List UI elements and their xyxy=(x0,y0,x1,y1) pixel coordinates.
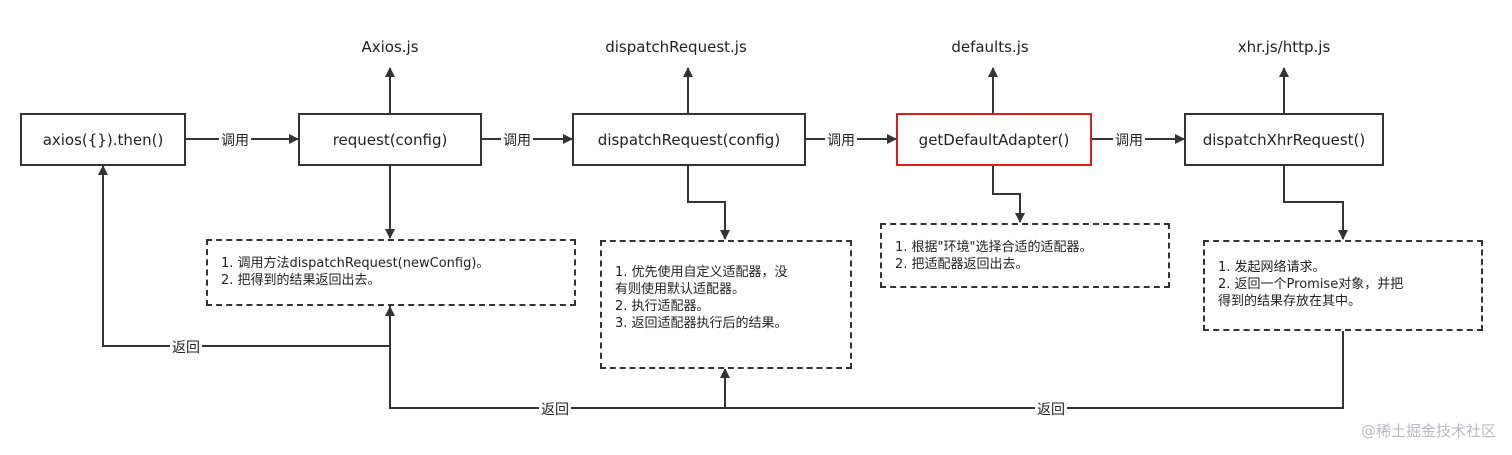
return-edge-2 xyxy=(385,306,725,409)
get-default-adapter-box: getDefaultAdapter() xyxy=(896,113,1092,166)
note-xhr-line-2: 2. 返回一个Promise对象，并把 xyxy=(1218,277,1404,292)
note-adapter-line-2: 2. 把适配器返回出去。 xyxy=(895,257,1029,272)
call-label-2: 调用 xyxy=(501,130,533,150)
note-dispatch-line-2: 有则使用默认适配器。 xyxy=(615,282,746,297)
note-adapter: 1. 根据"环境"选择合适的适配器。 2. 把适配器返回出去。 xyxy=(880,223,1170,288)
note-request-line-1: 1. 调用方法dispatchRequest(newConfig)。 xyxy=(221,256,490,271)
file-label-defaults: defaults.js xyxy=(951,38,1029,56)
note-xhr-line-1: 1. 发起网络请求。 xyxy=(1218,260,1326,275)
return-edge-3 xyxy=(720,331,1344,409)
watermark: @稀土掘金技术社区 xyxy=(1360,422,1496,440)
file-label-xhr: xhr.js/http.js xyxy=(1237,38,1331,56)
note-dispatch-line-3: 2. 执行适配器。 xyxy=(615,299,710,314)
return-label-3: 返回 xyxy=(1035,399,1067,419)
call-label-1: 调用 xyxy=(219,130,251,150)
axios-then-box: axios({}).then() xyxy=(20,113,186,166)
return-label-2: 返回 xyxy=(539,399,571,419)
note-xhr: 1. 发起网络请求。 2. 返回一个Promise对象，并把 得到的结果存放在其… xyxy=(1203,240,1483,331)
call-label-3: 调用 xyxy=(825,130,857,150)
call-label-4: 调用 xyxy=(1113,130,1145,150)
note-edge-xhr xyxy=(1283,166,1348,240)
note-request: 1. 调用方法dispatchRequest(newConfig)。 2. 把得… xyxy=(206,239,576,306)
note-edge-adapter xyxy=(992,166,1025,223)
file-label-axios: Axios.js xyxy=(361,38,419,56)
note-dispatch-line-4: 3. 返回适配器执行后的结果。 xyxy=(615,316,788,331)
request-box: request(config) xyxy=(298,113,482,166)
dispatch-request-box: dispatchRequest(config) xyxy=(572,113,806,166)
return-label-1: 返回 xyxy=(170,337,202,357)
note-adapter-line-1: 1. 根据"环境"选择合适的适配器。 xyxy=(895,240,1093,255)
note-request-line-2: 2. 把得到的结果返回出去。 xyxy=(221,273,381,288)
file-label-dispatch: dispatchRequest.js xyxy=(605,38,747,56)
note-xhr-line-3: 得到的结果存放在其中。 xyxy=(1218,294,1362,309)
dispatch-xhr-box: dispatchXhrRequest() xyxy=(1184,113,1384,166)
note-dispatch-line-1: 1. 优先使用自定义适配器，没 xyxy=(615,265,788,280)
note-dispatch: 1. 优先使用自定义适配器，没 有则使用默认适配器。 2. 执行适配器。 3. … xyxy=(600,240,852,369)
note-edge-dispatch xyxy=(687,166,730,240)
